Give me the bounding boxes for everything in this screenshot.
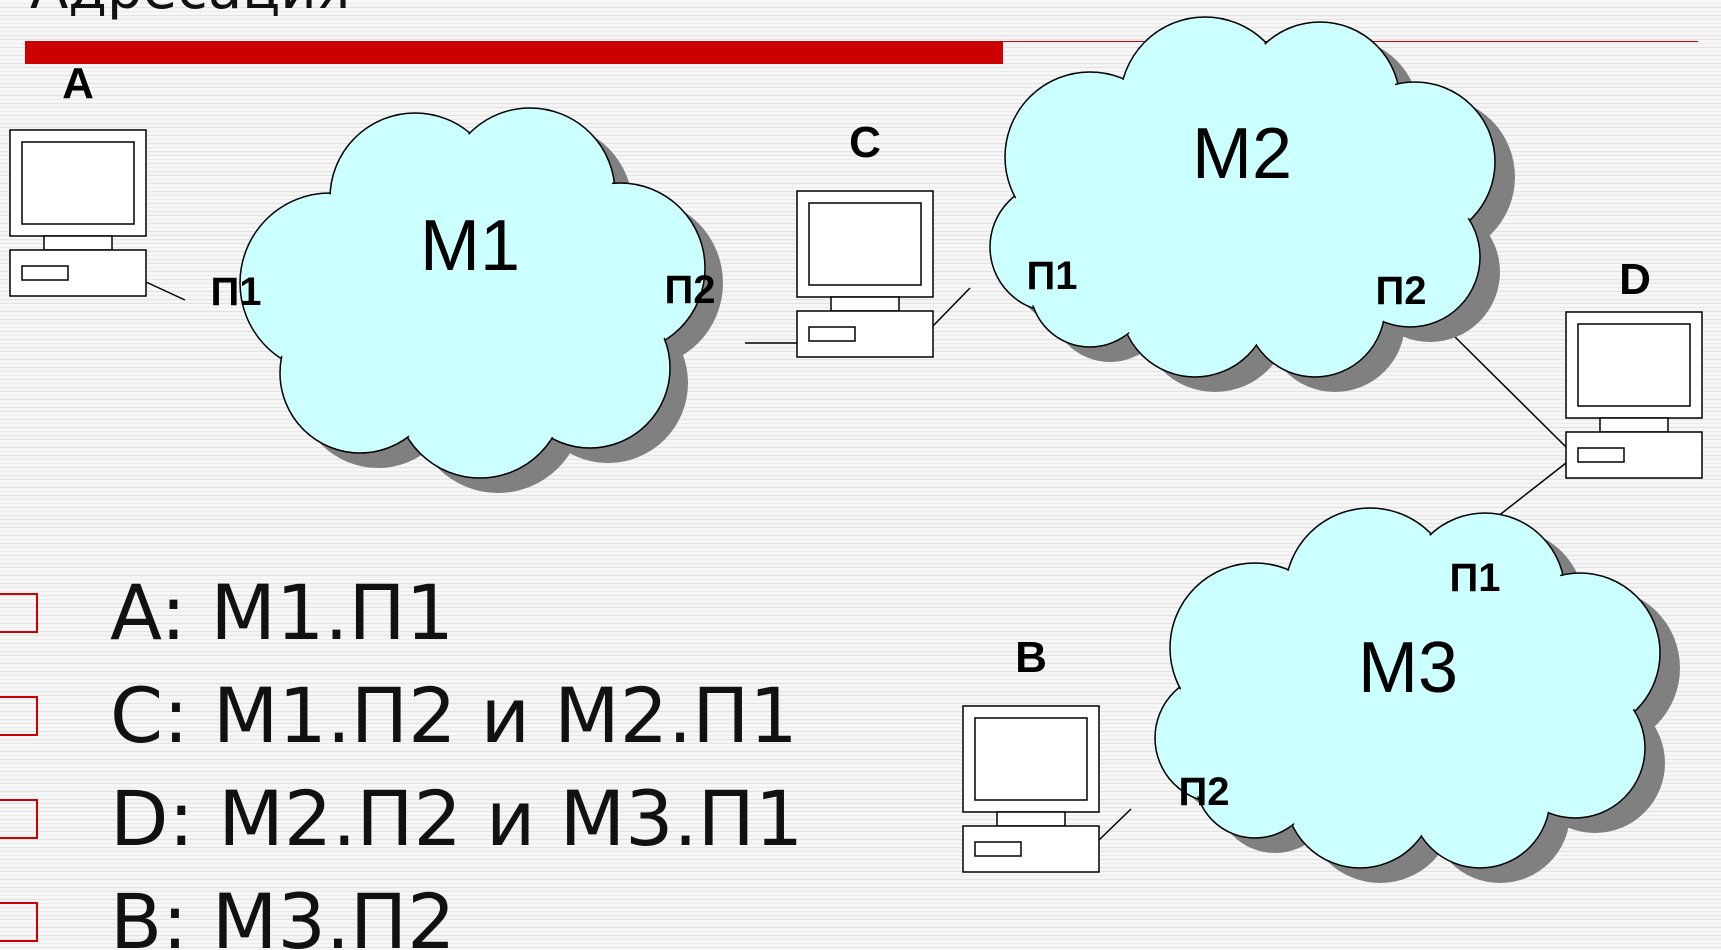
computer-c-label: C xyxy=(849,118,881,167)
link-m2-d xyxy=(1445,327,1567,448)
address-d-text: D: М2.П2 и М3.П1 xyxy=(110,774,804,863)
computer-a-label: A xyxy=(62,59,94,108)
m3-port-2-label: П2 xyxy=(1179,770,1230,814)
address-a-text: A: М1.П1 xyxy=(110,568,455,657)
slide-title: Адресация xyxy=(30,0,350,18)
square-bullet-icon xyxy=(0,799,38,839)
computer-b-icon xyxy=(962,705,1100,873)
computer-d-icon xyxy=(1565,311,1703,479)
square-bullet-icon xyxy=(0,902,38,942)
computer-b-label: B xyxy=(1015,633,1047,682)
computer-d-label: D xyxy=(1619,255,1651,304)
square-bullet-icon xyxy=(0,593,38,633)
network-cloud-m1 xyxy=(239,107,723,493)
link-a-m1 xyxy=(145,281,186,301)
network-m1-label: М1 xyxy=(420,206,520,286)
m2-port-2-label: П2 xyxy=(1376,269,1427,313)
square-bullet-icon xyxy=(0,696,38,736)
title-accent-bar xyxy=(25,41,1003,64)
network-m3-label: М3 xyxy=(1358,628,1458,708)
connection-lines xyxy=(145,281,1567,841)
link-b-m3 xyxy=(1098,808,1132,841)
network-cloud-m2 xyxy=(989,16,1515,392)
link-d-m3 xyxy=(1487,462,1567,525)
computer-a-icon xyxy=(9,129,147,297)
network-m2-label: М2 xyxy=(1192,114,1292,194)
address-c-text: C: М1.П2 и М2.П1 xyxy=(110,671,798,760)
m1-port-2-label: П2 xyxy=(665,268,716,312)
computer-c-icon xyxy=(796,190,934,358)
m3-port-1-label: П1 xyxy=(1450,556,1501,600)
m2-port-1-label: П1 xyxy=(1027,254,1078,298)
address-b-text: B: М3.П2 xyxy=(110,877,456,950)
link-c-m2 xyxy=(931,287,971,328)
m1-port-1-label: П1 xyxy=(211,270,262,314)
